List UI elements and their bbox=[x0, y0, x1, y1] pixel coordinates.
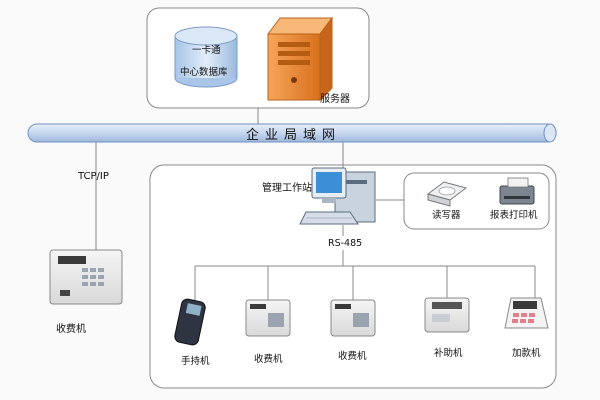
protocol-label: TCP/IP bbox=[78, 171, 109, 182]
handheld-label: 手持机 bbox=[181, 356, 210, 367]
left-terminal-icon bbox=[49, 249, 123, 305]
workstation-label: 管理工作站 bbox=[262, 183, 312, 194]
topup-machine-icon bbox=[504, 297, 549, 329]
terminal-a-label: 收费机 bbox=[254, 354, 283, 365]
printer-icon bbox=[499, 177, 535, 205]
terminal-b-icon bbox=[330, 299, 376, 337]
workstation-icon bbox=[299, 167, 376, 225]
handheld-icon bbox=[174, 298, 206, 346]
card-reader-icon bbox=[426, 181, 468, 207]
printer-label: 报表打印机 bbox=[490, 210, 538, 221]
terminal-a-icon bbox=[245, 299, 291, 337]
subsidy-machine-icon bbox=[424, 297, 470, 333]
left-terminal-label: 收费机 bbox=[56, 324, 86, 335]
card-reader-label: 读写器 bbox=[432, 210, 461, 221]
server-label: 服务器 bbox=[320, 94, 350, 105]
terminal-b-label: 收费机 bbox=[338, 351, 367, 362]
network-bar bbox=[27, 123, 557, 143]
network-label: 企业局域网 bbox=[246, 128, 342, 143]
connection-lines bbox=[95, 108, 536, 300]
database-label-line1: 一卡通 bbox=[192, 45, 221, 56]
database-label-line2: 中心数据库 bbox=[180, 67, 228, 78]
database-icon bbox=[174, 26, 238, 88]
subsidy-label: 补助机 bbox=[434, 348, 463, 359]
bus-label: RS-485 bbox=[328, 238, 363, 249]
server-icon bbox=[267, 16, 333, 102]
topup-label: 加款机 bbox=[512, 348, 541, 359]
